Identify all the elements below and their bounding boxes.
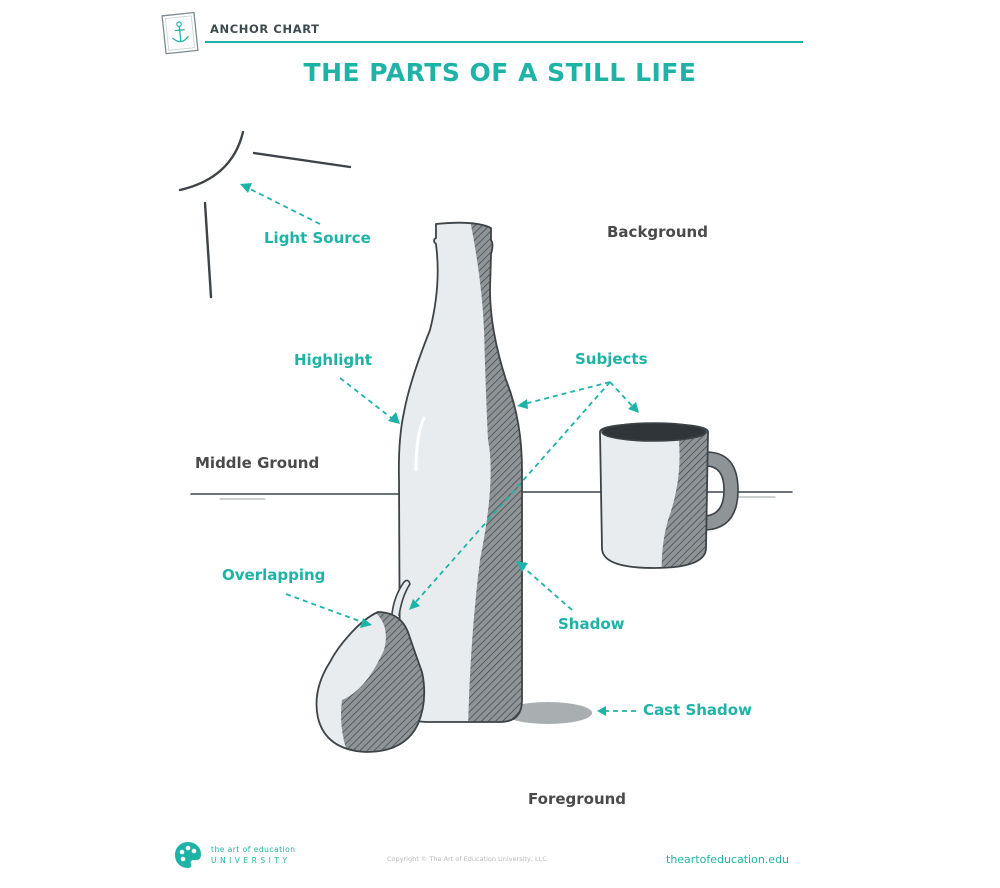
- label-foreground: Foreground: [528, 790, 627, 808]
- label-cast-shadow: Cast Shadow: [643, 701, 752, 719]
- cast-shadow-shape: [504, 702, 592, 724]
- bottle: [397, 221, 523, 723]
- anchor-icon: [161, 11, 199, 55]
- footer-copyright: Copyright © The Art of Education Univers…: [387, 855, 547, 863]
- label-light-source: Light Source: [264, 229, 371, 247]
- footer-url[interactable]: theartofeducation.edu: [666, 853, 790, 866]
- label-shadow: Shadow: [558, 615, 625, 633]
- label-overlapping: Overlapping: [222, 566, 326, 584]
- mug: [599, 422, 739, 569]
- footer-brand-line2: UNIVERSITY: [211, 856, 291, 865]
- page-title: THE PARTS OF A STILL LIFE: [303, 58, 697, 87]
- label-highlight: Highlight: [294, 351, 372, 369]
- label-middle-ground: Middle Ground: [195, 454, 320, 472]
- annotation-arrows: [247, 187, 636, 712]
- header-rule: [205, 41, 803, 43]
- light-source-rays: [178, 130, 352, 299]
- palette-icon: [175, 842, 201, 868]
- label-background: Background: [607, 223, 708, 241]
- label-subjects: Subjects: [575, 350, 648, 368]
- footer-brand-line1: the art of education: [211, 845, 296, 854]
- header-label: ANCHOR CHART: [210, 22, 320, 36]
- annotation-arrowheads: [240, 183, 639, 716]
